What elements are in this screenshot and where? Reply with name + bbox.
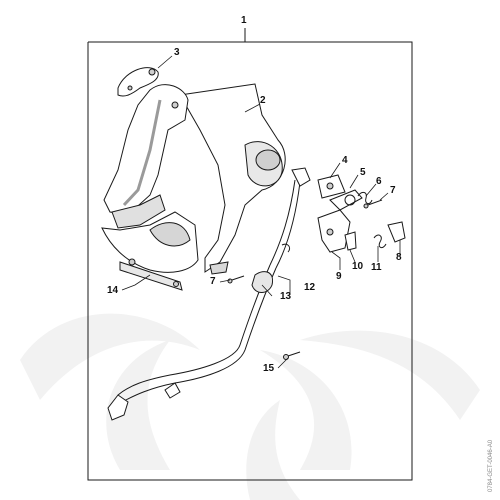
callout-7-lower: 7 bbox=[210, 276, 216, 287]
watermark-logo bbox=[20, 313, 480, 500]
part-2-housing-cover bbox=[179, 83, 286, 275]
callout-10: 10 bbox=[352, 261, 364, 272]
leader-lines bbox=[121, 55, 401, 369]
callout-6: 6 bbox=[376, 176, 382, 187]
part-5-lever bbox=[329, 189, 363, 211]
callout-13: 13 bbox=[280, 291, 292, 302]
part-7-screw-lower bbox=[227, 275, 245, 284]
callout-7-upper: 7 bbox=[390, 185, 396, 196]
part-12-13-wiring-harness bbox=[107, 167, 311, 421]
part-4-switch bbox=[317, 174, 346, 199]
part-9-switch-housing bbox=[317, 209, 351, 253]
callout-2: 2 bbox=[260, 95, 266, 106]
callout-4: 4 bbox=[342, 155, 348, 166]
callout-14: 14 bbox=[107, 285, 119, 296]
callout-1: 1 bbox=[241, 15, 247, 26]
callout-8: 8 bbox=[396, 252, 402, 263]
part-7-screw bbox=[363, 199, 383, 209]
callout-5: 5 bbox=[360, 167, 366, 178]
callout-15: 15 bbox=[263, 363, 275, 374]
drawing-code: 0784-GET-0046-A0 bbox=[488, 439, 494, 492]
assembly-frame bbox=[87, 28, 413, 481]
callout-12: 12 bbox=[304, 282, 316, 293]
callout-3: 3 bbox=[174, 47, 180, 58]
part-14-handle-half bbox=[101, 84, 199, 291]
part-3-handle-cap bbox=[117, 67, 159, 97]
part-6-spring bbox=[357, 191, 373, 205]
callout-11: 11 bbox=[371, 262, 382, 273]
part-10-trigger bbox=[344, 231, 357, 251]
part-15-screw bbox=[283, 351, 301, 360]
part-11-spring bbox=[373, 234, 387, 249]
callout-9: 9 bbox=[336, 271, 342, 282]
part-8-lock-lever bbox=[387, 221, 406, 243]
